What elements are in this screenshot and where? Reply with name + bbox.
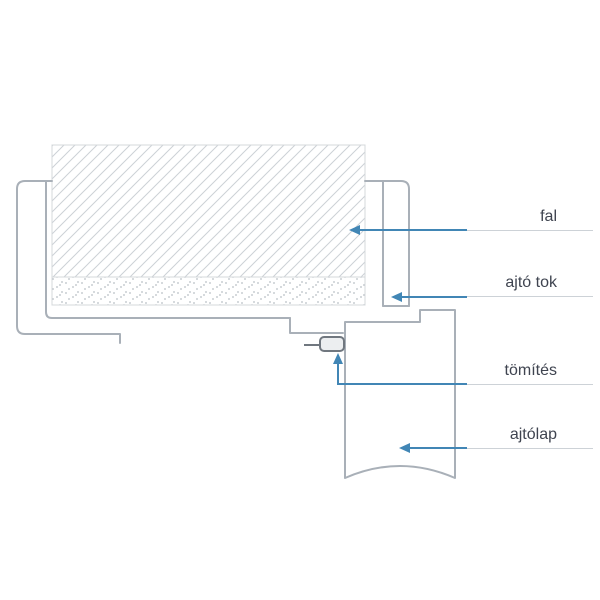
door-leaf-outline xyxy=(344,309,456,479)
seal-gasket xyxy=(319,336,345,352)
ajto-tok-arrowhead xyxy=(391,292,402,302)
label-tomites: tömítés xyxy=(467,360,593,385)
seal xyxy=(304,336,345,352)
door-frame xyxy=(16,180,410,344)
door-leaf xyxy=(344,309,456,479)
wall xyxy=(51,144,366,306)
ajtolap-arrowhead xyxy=(399,443,410,453)
frame-door-stop xyxy=(289,317,344,334)
frame-left-outer-profile xyxy=(16,180,121,344)
label-ajtolap: ajtólap xyxy=(467,424,593,449)
label-ajto-tok: ajtó tok xyxy=(467,272,593,297)
wall-hatched-area xyxy=(51,144,366,278)
tomites-leader-line xyxy=(337,363,467,385)
leader-arrowheads xyxy=(333,225,410,453)
fal-arrowhead xyxy=(349,225,360,235)
frame-right-outer-profile xyxy=(364,180,410,307)
frame-left-inner-profile xyxy=(45,180,291,319)
label-fal: fal xyxy=(467,206,593,231)
leader-lines xyxy=(337,229,467,449)
tomites-arrowhead xyxy=(333,353,343,364)
wall-dotted-strip xyxy=(51,276,366,306)
